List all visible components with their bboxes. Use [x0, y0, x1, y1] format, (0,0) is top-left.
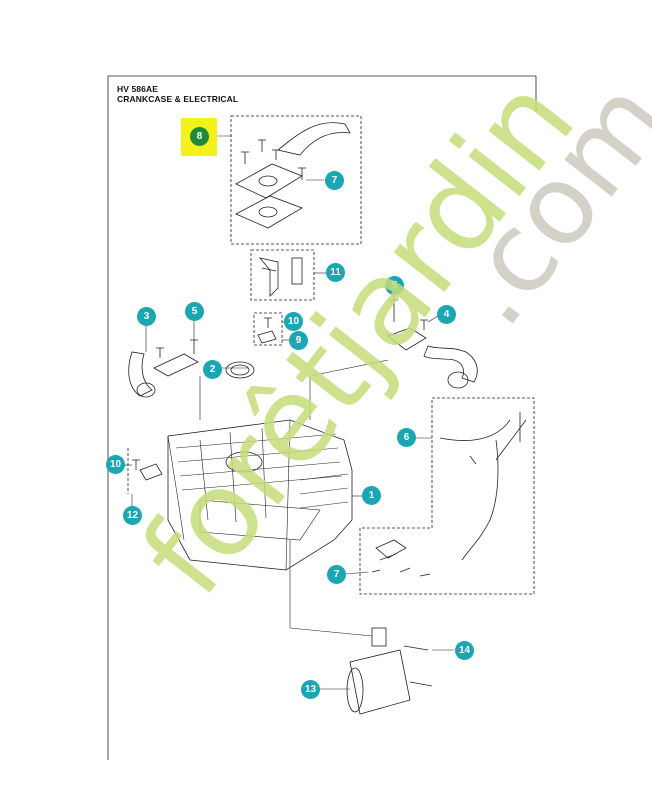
part-7-screws: [371, 567, 431, 577]
part-5-bracket-right: [387, 327, 427, 351]
breather-cover: [235, 163, 303, 199]
part-4-hose: [423, 345, 478, 383]
callout-3[interactable]: 3: [137, 307, 156, 326]
part-12-bracket: [132, 459, 163, 481]
callout-1[interactable]: 1: [362, 486, 381, 505]
callout-13[interactable]: 13: [301, 680, 320, 699]
part-6-harness: [439, 412, 527, 561]
callout-11[interactable]: 11: [326, 263, 345, 282]
callout-7-bottom[interactable]: 7: [327, 565, 346, 584]
part-1-crankcase: [167, 419, 353, 571]
part-5-bracket-left: [153, 339, 199, 377]
breather-hose: [277, 122, 351, 156]
callout-7-top[interactable]: 7: [325, 171, 344, 190]
callout-10-left[interactable]: 10: [106, 455, 125, 474]
callout-2[interactable]: 2: [203, 360, 222, 379]
part-14-bolts: [403, 645, 433, 687]
part-7-regulator: [375, 539, 407, 561]
callout-8[interactable]: 8: [190, 127, 209, 146]
group-6-box: [359, 397, 535, 595]
bolts-right: [390, 299, 428, 330]
part-13-starter: [349, 649, 411, 715]
part-9-clip: [257, 317, 277, 344]
callout-5-right[interactable]: 5: [385, 276, 404, 295]
part-11-block: [291, 257, 303, 285]
part-3-hose: [128, 351, 153, 397]
section-title: CRANKCASE & ELECTRICAL: [117, 94, 239, 104]
group-8-box: [230, 115, 362, 245]
callout-10-top[interactable]: 10: [284, 312, 303, 331]
callout-5-left[interactable]: 5: [185, 302, 204, 321]
part-2-seal: [225, 361, 255, 379]
bolts-top: [241, 139, 306, 180]
callout-6[interactable]: 6: [397, 428, 416, 447]
callout-4[interactable]: 4: [437, 305, 456, 324]
callout-14[interactable]: 14: [455, 641, 474, 660]
part-11-bracket: [258, 257, 279, 297]
breather-gasket: [235, 195, 303, 229]
callout-12[interactable]: 12: [123, 506, 142, 525]
group-11-box: [250, 249, 315, 301]
model-title: HV 586AE: [117, 84, 158, 94]
callout-9[interactable]: 9: [289, 331, 308, 350]
